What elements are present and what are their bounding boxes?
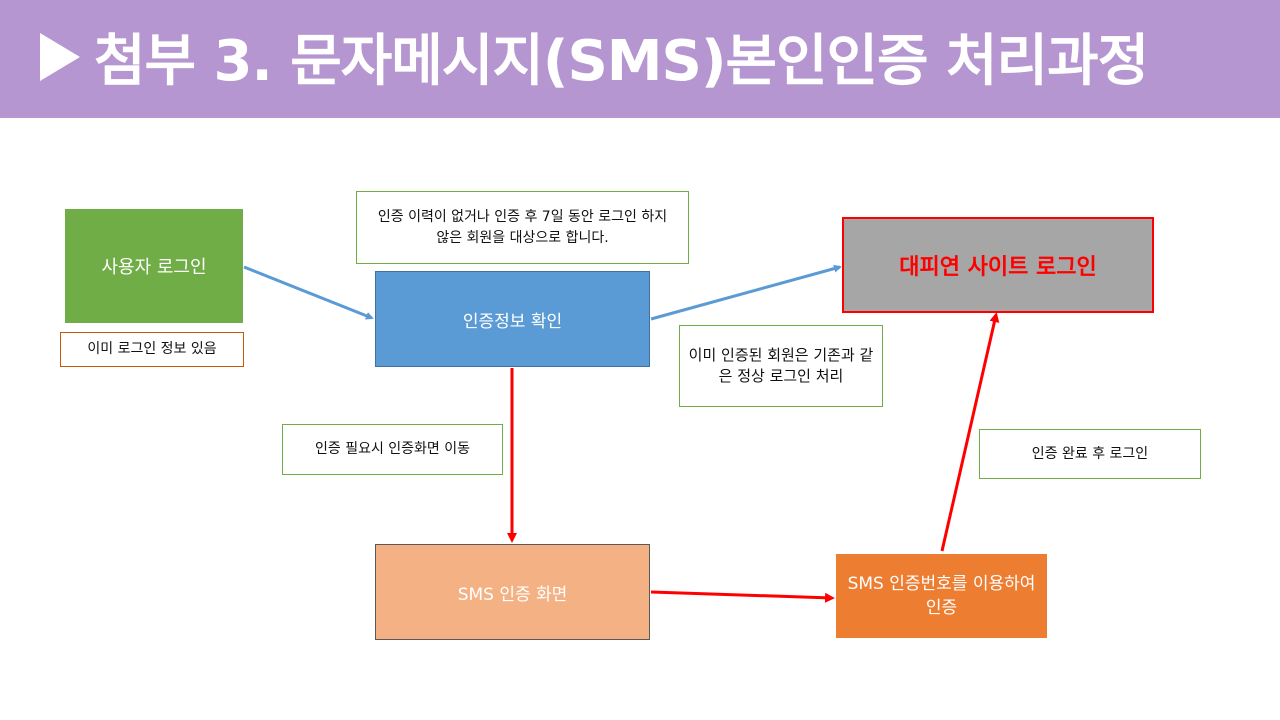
note-need-auth: 인증 필요시 인증화면 이동	[282, 424, 503, 475]
user-login-label: 사용자 로그인	[101, 257, 207, 278]
note-already-verified: 이미 인증된 회원은 기존과 같은 정상 로그인 처리	[679, 325, 883, 407]
arrow-login-to-check	[243, 265, 374, 320]
note-done: 인증 완료 후 로그인	[979, 429, 1201, 479]
sms-screen-label: SMS 인증 화면	[457, 584, 568, 605]
auth-check-label: 인증정보 확인	[462, 311, 563, 332]
title-text: 첨부 3. 문자메시지(SMS)본인인증 처리과정	[94, 29, 1149, 94]
site-login-box: 대피연 사이트 로그인	[842, 217, 1154, 313]
arrow-verify-to-site	[940, 312, 1000, 552]
title-bar: 첨부 3. 문자메시지(SMS)본인인증 처리과정	[0, 0, 1280, 118]
play-triangle-icon	[40, 32, 80, 81]
note-text: 인증 필요시 인증화면 이동	[314, 441, 471, 457]
sms-screen-box: SMS 인증 화면	[375, 544, 650, 640]
note-text: 이미 인증된 회원은 기존과 같은 정상 로그인 처리	[688, 346, 874, 385]
auth-check-box: 인증정보 확인	[375, 271, 650, 367]
user-login-box: 사용자 로그인	[65, 209, 243, 323]
note-already-logged: 이미 로그인 정보 있음	[60, 332, 244, 367]
arrow-check-to-site	[650, 264, 842, 321]
page-title: 첨부 3. 문자메시지(SMS)본인인증 처리과정	[40, 16, 1149, 97]
note-text: 인증 이력이 없거나 인증 후 7일 동안 로그인 하지 않은 회원을 대상으로…	[377, 208, 668, 246]
site-login-label: 대피연 사이트 로그인	[899, 255, 1097, 280]
note-text: 이미 로그인 정보 있음	[87, 341, 217, 357]
sms-verify-box: SMS 인증번호를 이용하여 인증	[836, 554, 1047, 638]
sms-verify-label: SMS 인증번호를 이용하여 인증	[847, 574, 1036, 618]
note-text: 인증 완료 후 로그인	[1031, 445, 1149, 462]
note-target: 인증 이력이 없거나 인증 후 7일 동안 로그인 하지 않은 회원을 대상으로…	[356, 191, 689, 264]
arrow-sms-to-verify	[650, 590, 835, 603]
